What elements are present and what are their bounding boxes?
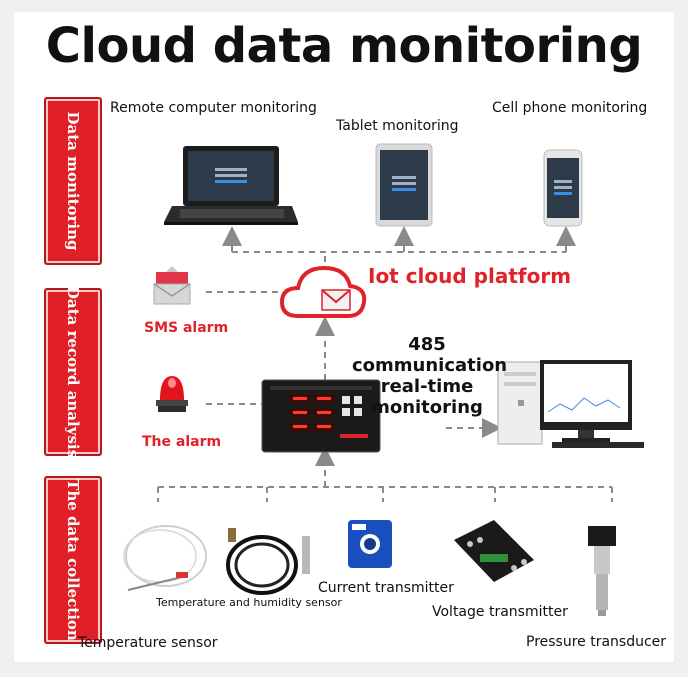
section-tab-data-record-analysis: Data record analysis — [44, 286, 102, 458]
voltage-transmitter-icon — [454, 520, 534, 582]
voltage-transmitter-label: Voltage transmitter — [432, 604, 568, 620]
current-transmitter-label: Current transmitter — [318, 580, 454, 596]
remote-computer-label: Remote computer monitoring — [110, 100, 317, 116]
temperature-sensor-icon — [123, 525, 207, 591]
cloud-platform-label: Iot cloud platform — [368, 264, 572, 288]
communication-label: 485 communication real-time monitoring — [352, 334, 508, 418]
communication-line-1: 485 — [408, 334, 446, 355]
connector-lines — [157, 226, 613, 502]
temp-humidity-sensor-icon — [226, 528, 310, 595]
communication-line-4: monitoring — [371, 397, 483, 418]
cell-phone-label: Cell phone monitoring — [492, 100, 648, 116]
section-tab-data-collection: The data collection — [44, 476, 102, 644]
communication-line-2: communication — [352, 355, 508, 376]
desktop-computer-icon — [497, 360, 644, 448]
tablet-label: Tablet monitoring — [336, 118, 459, 134]
page-title: Cloud data monitoring — [45, 18, 643, 74]
alarm-light-icon — [156, 376, 188, 412]
cloud-icon — [279, 265, 367, 318]
controller-device-icon — [261, 379, 381, 453]
temp-humidity-sensor-label: Temperature and humidity sensor — [156, 596, 342, 609]
alarm-label: The alarm — [142, 434, 222, 450]
pressure-transducer-label: Pressure transducer — [526, 634, 667, 650]
tablet-icon — [375, 143, 433, 227]
pressure-transducer-icon — [588, 526, 616, 616]
sms-alarm-label: SMS alarm — [144, 320, 229, 336]
section-tab-data-monitoring: Data monitoring — [44, 97, 102, 265]
laptop-icon — [164, 146, 298, 225]
temperature-sensor-label: Temperature sensor — [78, 635, 218, 651]
phone-icon — [543, 149, 583, 227]
sms-envelope-icon — [153, 266, 191, 305]
communication-line-3: real-time — [380, 376, 474, 397]
current-transmitter-icon — [348, 520, 392, 568]
